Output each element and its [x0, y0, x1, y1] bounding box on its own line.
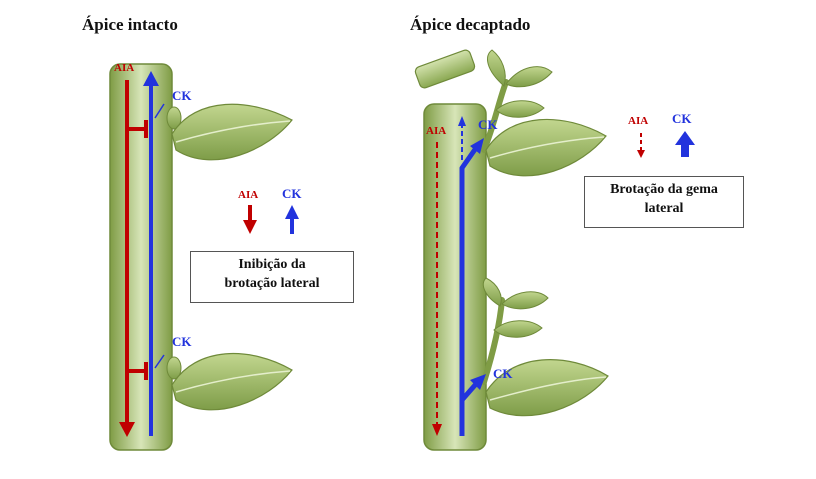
left-auxin-label: AIA: [114, 62, 135, 74]
right-lower-sprout-leaf-2: [501, 291, 549, 310]
left-result-box: Inibição da brotação lateral: [190, 251, 354, 303]
right-legend-cytokinin-up: [675, 131, 695, 157]
upper-inhibition-mark: [127, 120, 148, 138]
right-cytokinin-arrow-upper: [459, 138, 484, 436]
right-upper-sprout-leaf-2: [505, 66, 553, 88]
right-result-line1: Brotação da gema: [610, 182, 718, 197]
right-upper-shoot: [481, 79, 509, 153]
right-legend-auxin-down: [637, 133, 645, 158]
left-legend-cytokinin-up: [285, 205, 299, 234]
left-upper-leaf: [171, 103, 293, 161]
left-panel-title: Ápice intacto: [82, 15, 178, 34]
left-cytokinin-arrow: [143, 71, 159, 436]
left-auxin-arrow: [119, 80, 135, 437]
right-lower-sprout-leaf-3: [493, 320, 543, 338]
lower-inhibition-mark: [127, 362, 148, 380]
right-panel-title: Ápice decaptado: [410, 15, 531, 34]
right-cytokinin-label-lower: CK: [493, 366, 513, 381]
right-lower-sprout-leaf-1: [482, 277, 502, 307]
cut-apex: [414, 49, 476, 89]
right-upper-leaf: [485, 118, 607, 177]
right-plant: [414, 49, 609, 451]
left-cytokinin-label-lower: CK: [172, 334, 192, 349]
right-cytokinin-arrow-lower: [460, 374, 486, 402]
right-auxin-arrow: [432, 142, 442, 436]
left-upper-bud: [166, 106, 182, 130]
left-legend-auxin-label: AIA: [238, 189, 259, 201]
left-legend-cytokinin-label: CK: [282, 186, 302, 201]
left-stem: [109, 63, 173, 451]
right-cytokinin-label-upper: CK: [478, 117, 498, 132]
right-minor-cytokinin-arrow: [458, 116, 466, 160]
right-lower-leaf: [485, 359, 609, 417]
right-auxin-label: AIA: [426, 125, 447, 137]
left-result-line1: Inibição da: [238, 257, 306, 272]
right-stem: [423, 103, 487, 451]
left-lower-leaf: [171, 352, 293, 411]
right-lower-shoot: [481, 297, 505, 385]
right-upper-sprout-leaf-1: [487, 49, 506, 87]
right-legend-cytokinin-label: CK: [672, 111, 692, 126]
right-result-box: Brotação da gema lateral: [584, 176, 744, 228]
right-result-line2: lateral: [644, 201, 684, 216]
left-result-line2: brotação lateral: [224, 276, 320, 291]
left-legend-auxin-down: [243, 205, 257, 234]
left-lower-bud: [166, 356, 182, 380]
right-legend-auxin-label: AIA: [628, 115, 649, 127]
right-upper-sprout-leaf-3: [495, 100, 545, 118]
left-cytokinin-label-upper: CK: [172, 88, 192, 103]
